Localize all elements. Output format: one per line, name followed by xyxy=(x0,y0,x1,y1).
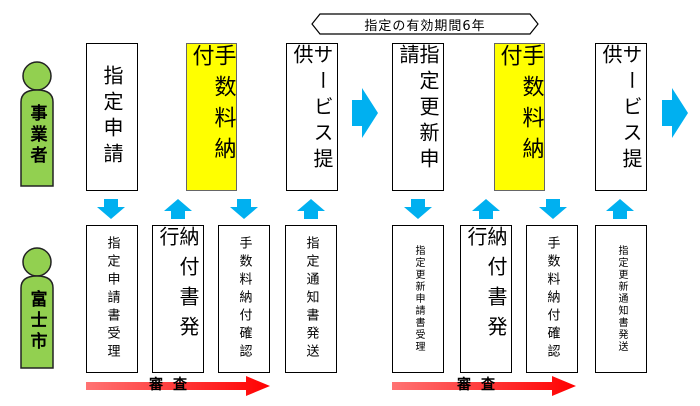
city-person-icon xyxy=(17,246,57,370)
step-label: 納付書発行 xyxy=(156,226,200,346)
up-arrow-icon xyxy=(606,199,634,219)
step-payment-slip-issue: 納付書発行 xyxy=(152,225,204,373)
period-bracket xyxy=(311,13,539,35)
step-fee-payment: 手数料納付 xyxy=(186,43,237,191)
step-notice-dispatch: 指定通知書発送 xyxy=(285,225,337,373)
step-payment-slip-issue-2: 納付書発行 xyxy=(460,225,512,373)
city-actor-label: 富士市 xyxy=(26,290,47,353)
step-label: 納付書発行 xyxy=(464,226,508,346)
step-label: 手数料納付確認 xyxy=(544,236,560,362)
step-label: 手数料納付 xyxy=(188,44,236,168)
step-label: 指定申請 xyxy=(100,65,124,169)
up-arrow-icon xyxy=(297,199,325,219)
step-label: 手数料納付 xyxy=(496,44,544,168)
step-fee-payment-2: 手数料納付 xyxy=(494,43,545,191)
up-arrow-icon xyxy=(164,199,192,219)
step-designation-application: 指定申請 xyxy=(86,43,138,191)
step-label: 指定申請書受理 xyxy=(104,236,120,362)
down-arrow-icon xyxy=(404,199,432,219)
right-arrow-icon xyxy=(662,88,688,138)
business-actor-label: 事業者 xyxy=(26,104,47,167)
step-renewal-notice-dispatch: 指定更新通知書発送 xyxy=(595,225,647,373)
review-label: 審査 xyxy=(457,377,505,393)
business-person-icon xyxy=(17,60,57,188)
step-renewal-receipt: 指定更新申請書受理 xyxy=(392,225,444,373)
review-arrow xyxy=(86,376,270,396)
step-service-provision-2: サービス提供 xyxy=(595,43,647,191)
step-application-receipt: 指定申請書受理 xyxy=(86,225,138,373)
step-label: 指定更新申請 xyxy=(396,44,440,174)
down-arrow-icon xyxy=(539,199,567,219)
step-label: 指定通知書発送 xyxy=(303,236,319,362)
review-arrow xyxy=(392,376,576,396)
review-label: 審査 xyxy=(149,377,197,393)
step-renewal-application: 指定更新申請 xyxy=(392,43,444,191)
step-label: サービス提供 xyxy=(599,44,643,174)
down-arrow-icon xyxy=(97,199,125,219)
step-label: 指定更新申請書受理 xyxy=(413,245,424,353)
right-arrow-icon xyxy=(352,88,378,138)
step-label: サービス提供 xyxy=(290,44,334,174)
step-label: 手数料納付確認 xyxy=(236,236,252,362)
step-payment-confirmation: 手数料納付確認 xyxy=(218,225,270,373)
step-payment-confirmation-2: 手数料納付確認 xyxy=(526,225,578,373)
down-arrow-icon xyxy=(230,199,258,219)
step-label: 指定更新通知書発送 xyxy=(616,245,627,353)
period-label: 指定の有効期間6年 xyxy=(364,18,486,34)
step-service-provision: サービス提供 xyxy=(286,43,338,191)
up-arrow-icon xyxy=(472,199,500,219)
